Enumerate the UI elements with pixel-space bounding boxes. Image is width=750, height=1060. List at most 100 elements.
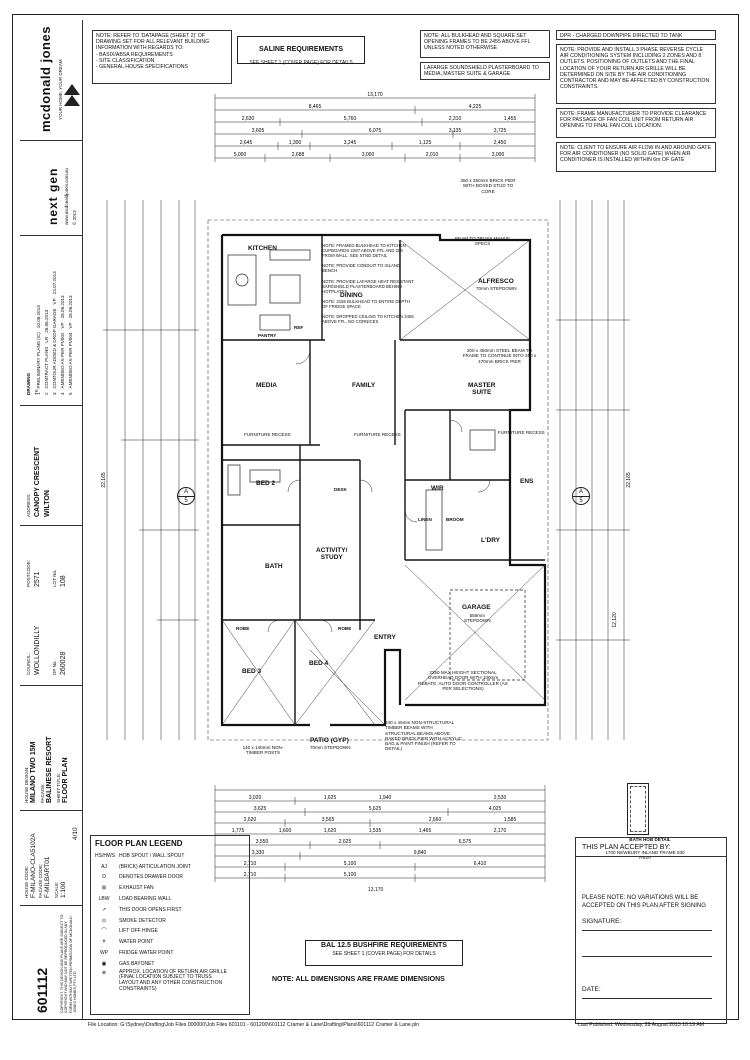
- dim-b5c: 6,575: [459, 839, 472, 845]
- furniture-recess-master: FURNITURE RECESS: [498, 430, 545, 435]
- dim-b4d: 1,535: [369, 828, 382, 834]
- job-number: 601112: [34, 967, 50, 1013]
- room-patio: PATIO (GYP): [310, 737, 349, 744]
- dim-t1b: 4,225: [469, 104, 482, 110]
- dim-t5a: 5,000: [234, 152, 247, 158]
- room-robe-1: ROBE: [236, 626, 250, 631]
- top-dimensions: 13,170 8,465 4,225 2,630 5,760 2,310 1,4…: [214, 92, 536, 162]
- dim-b4a: 1,775: [232, 828, 245, 834]
- bath-hob-title: BATH HOB DETAIL: [629, 837, 671, 842]
- alfresco-stepdown: 70mm STEPDOWN: [476, 286, 517, 291]
- dim-b1a: 3,020: [249, 795, 262, 801]
- dim-b8b: 5,100: [344, 872, 357, 878]
- truss-note: BEAM TO TRUSS MANUF SPECS: [455, 236, 510, 247]
- room-master-suite: MASTER SUITE: [468, 382, 496, 396]
- postcode-label: POSTCODE:: [26, 559, 31, 587]
- section-num-left: 5: [178, 496, 194, 505]
- saline-box: SALINE REQUIREMENTS SEE SHEET 1 (COVER P…: [237, 36, 365, 66]
- room-bed-3: BED 3: [242, 668, 262, 675]
- aircon-note: NOTE: PROVIDE AND INSTALL 3 PHASE REVERS…: [556, 44, 716, 104]
- dim-t2d: 1,455: [504, 116, 517, 122]
- dim-t1a: 8,465: [309, 104, 322, 110]
- dim-b1c: 1,940: [379, 795, 392, 801]
- dim-b5a: 3,550: [256, 839, 269, 845]
- patio-beam-note: 240 x 45mm NON-STRUCTURAL TIMBER BEAMS W…: [385, 720, 463, 752]
- dim-t3c: 3,135: [449, 128, 462, 134]
- dim-b4b: 1,600: [279, 828, 292, 834]
- dpr-note: DPR - CHARGED DOWNPIPE DIRECTED TO TANK: [556, 30, 716, 40]
- signature-line[interactable]: [582, 930, 712, 931]
- lot-label: LOT No.: [52, 569, 57, 587]
- signature-line-2[interactable]: [582, 956, 712, 957]
- rev-header-drawing: DRAWING: [26, 372, 31, 395]
- bal-box: BAL 12.5 BUSHFIRE REQUIREMENTS SEE SHEET…: [305, 940, 463, 966]
- company-name: mcdonald jones: [38, 26, 53, 132]
- left-dimensions: 22,165: [101, 200, 199, 740]
- date-line[interactable]: [582, 998, 712, 999]
- house-design: HOUSE DESIGN: MILANO TWO 15M FACADE: BAL…: [20, 685, 82, 811]
- dim-b4f: 2,170: [494, 828, 507, 834]
- dim-b1b: 1,625: [324, 795, 337, 801]
- dim-b4e: 1,465: [419, 828, 432, 834]
- dim-b3d: 1,585: [504, 817, 517, 823]
- sheet-number: 4/10: [72, 827, 79, 840]
- patio-stepdown: 70mm STEPDOWN: [310, 745, 351, 750]
- dim-t2b: 5,760: [344, 116, 357, 122]
- accepted-by-title: THIS PLAN ACCEPTED BY:: [582, 844, 671, 851]
- room-pantry: PANTRY: [258, 333, 277, 338]
- dim-t4b: 1,300: [289, 140, 302, 146]
- facade-label: FACADE:: [40, 783, 45, 803]
- company-logo: mcdonald jones YOUR HOME, YOUR DREAM: [20, 20, 82, 141]
- right-dimensions: 22,165 12,120: [556, 200, 632, 740]
- room-garage: GARAGE: [462, 604, 491, 611]
- sheet-title: FLOOR PLAN: [62, 757, 69, 804]
- dim-t4e: 2,450: [494, 140, 507, 146]
- suburb: WILTON: [44, 490, 51, 517]
- garage-door-note: 2350 MAX HEIGHT SECTIONAL OVERHEAD DOOR …: [418, 670, 508, 691]
- room-robe-2: ROBE: [338, 626, 352, 631]
- facade-code-label: FACADE CODE:: [38, 863, 43, 898]
- datapage-note: NOTE: REFER TO 'DATAPAGE (SHEET 2)' OF D…: [92, 30, 232, 84]
- room-kitchen: KITCHEN: [248, 245, 277, 252]
- dim-b3c: 2,660: [429, 817, 442, 823]
- house-label: HOUSE DESIGN:: [24, 766, 29, 803]
- dim-t2a: 2,630: [242, 116, 255, 122]
- pier-note: 350 x 350mm BRICK PIER WITH BOXED STUD T…: [460, 178, 516, 194]
- room-desk: DESK: [334, 487, 347, 492]
- furniture-recess-family: FURNITURE RECESS: [354, 432, 401, 437]
- dim-b3a: 2,620: [244, 817, 257, 823]
- facade-code: F-MILBART01: [44, 856, 51, 898]
- room-bed-2: BED 2: [256, 480, 276, 487]
- legend-item: ▣GAS BAYONET: [101, 960, 155, 967]
- dim-t5d: 2,010: [426, 152, 439, 158]
- codes: HOUSE CODE: F-MILANO-CLA5102A FACADE COD…: [20, 810, 82, 906]
- dim-b8a: 2,710: [244, 872, 257, 878]
- room-bed-4: BED 4: [309, 660, 329, 667]
- dim-b7c: 6,410: [474, 861, 487, 867]
- dim-t4a: 2,645: [240, 140, 253, 146]
- facade-name: BALINESE RESORT: [46, 736, 53, 803]
- title-block: mcdonald jones YOUR HOME, YOUR DREAM nex…: [20, 20, 83, 1020]
- nextgen-word: next gen: [46, 167, 60, 225]
- dim-b6b: 9,840: [414, 850, 427, 856]
- file-location: File Location: G:\Sydney\Drafting\Job Fi…: [88, 1022, 420, 1028]
- furniture-recess-media: FURNITURE RECESS: [244, 432, 291, 437]
- bal-title: BAL 12.5 BUSHFIRE REQUIREMENTS: [321, 942, 447, 949]
- timber-posts-note: 140 x 140mm NON-TIMBER POSTS: [242, 745, 284, 756]
- dim-overall-bottom: 13,170: [368, 887, 384, 893]
- site-details: POSTCODE: 2571 COUNCIL: WOLLONDILLY LOT …: [20, 525, 82, 686]
- dim-right-overall: 22,165: [626, 472, 632, 488]
- legend-item: ⌒LIFT OFF HINGE: [101, 928, 158, 935]
- scale-label: SCALE:: [54, 881, 59, 898]
- dim-t5c: 3,000: [362, 152, 375, 158]
- sheet-label: SHEET TITLE:: [56, 772, 61, 803]
